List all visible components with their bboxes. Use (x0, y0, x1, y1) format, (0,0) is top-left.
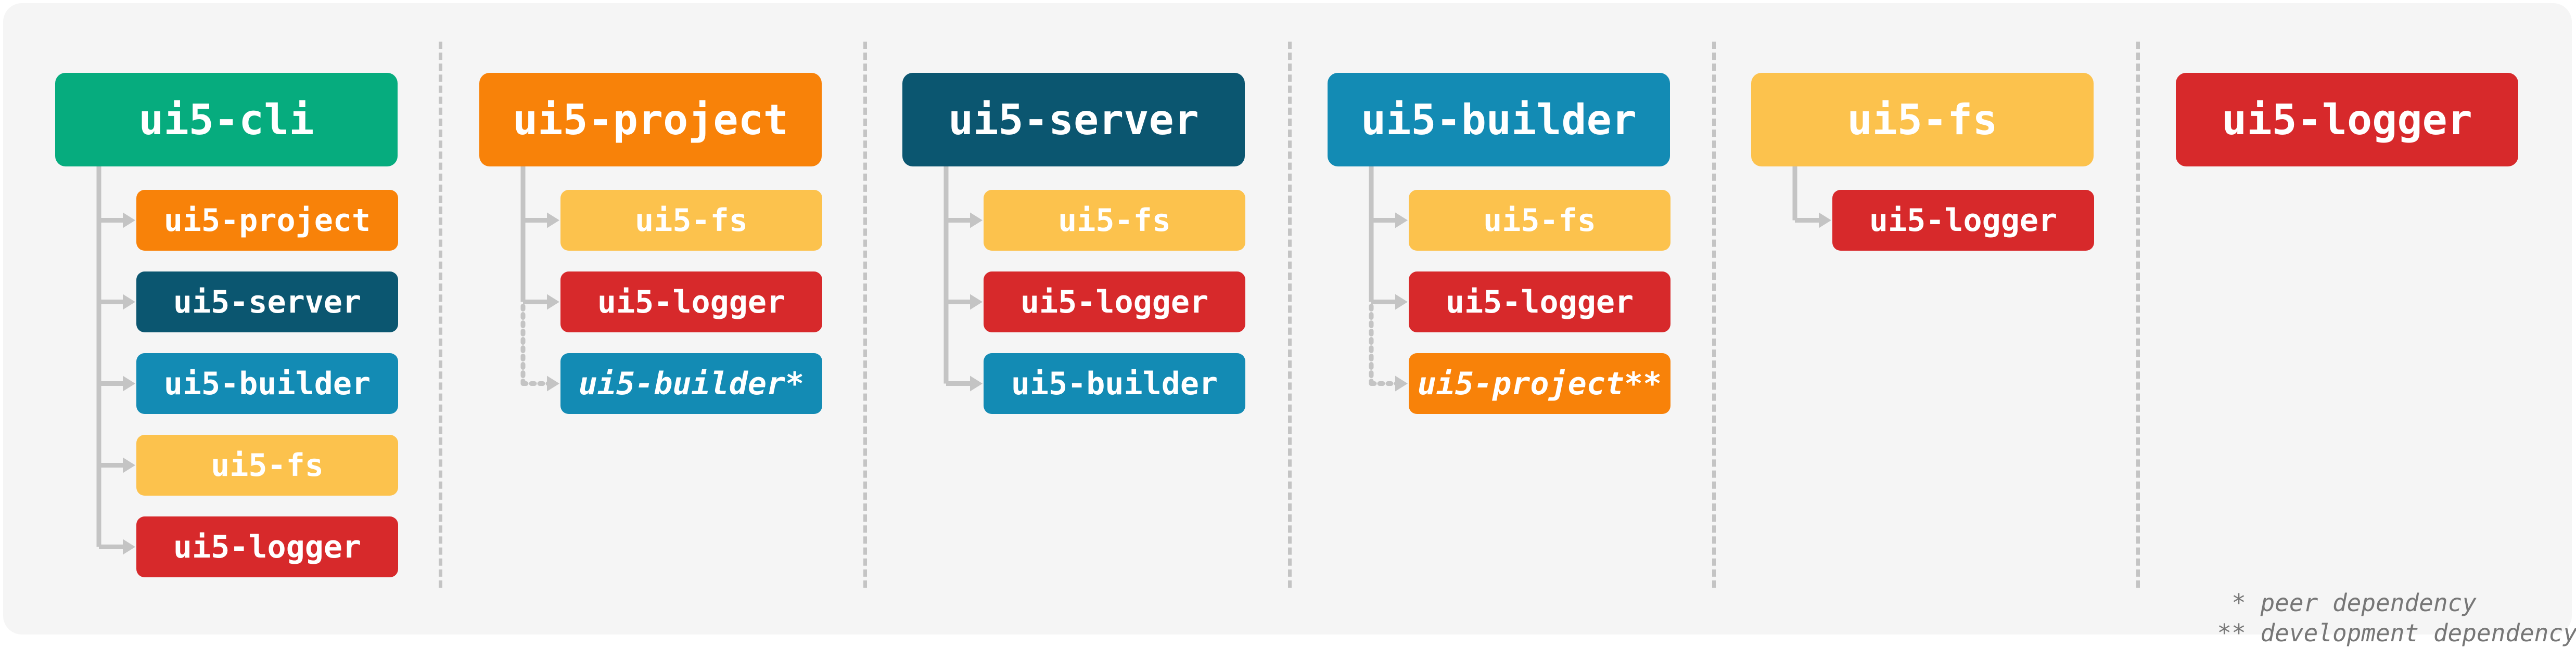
column-separator (1288, 42, 1292, 588)
connector-arrowhead (970, 212, 983, 228)
connector-arrowhead (123, 294, 135, 310)
dependency-ui5-server-ui5-logger: ui5-logger (984, 271, 1245, 332)
column-separator (1712, 42, 1716, 588)
dependency-ui5-fs-ui5-logger: ui5-logger (1832, 190, 2094, 251)
dependency-ui5-project-ui5-logger: ui5-logger (560, 271, 822, 332)
column-separator (2136, 42, 2140, 588)
connector-arrowhead (1395, 294, 1408, 310)
diagram-panel (3, 3, 2572, 635)
dependency-ui5-builder-ui5-logger: ui5-logger (1409, 271, 1670, 332)
connector-arrowhead (1819, 212, 1831, 228)
dependency-ui5-builder-ui5-fs: ui5-fs (1409, 190, 1670, 251)
connector-arrowhead (123, 212, 135, 228)
connector-arrowhead (123, 457, 135, 473)
dependency-ui5-builder-ui5-project: ui5-project** (1409, 353, 1670, 414)
dependency-ui5-cli-ui5-project: ui5-project (136, 190, 398, 251)
legend-peer-marker: * (2217, 589, 2246, 617)
legend-development-marker: ** (2217, 619, 2246, 647)
package-ui5-logger: ui5-logger (2176, 73, 2518, 166)
dependency-ui5-cli-ui5-logger: ui5-logger (136, 516, 398, 577)
connector-arrowhead (970, 294, 983, 310)
dependency-ui5-cli-ui5-builder: ui5-builder (136, 353, 398, 414)
dependency-ui5-cli-ui5-fs: ui5-fs (136, 435, 398, 496)
legend-peer-text: peer dependency (2260, 589, 2477, 617)
package-ui5-server: ui5-server (902, 73, 1245, 166)
connector-arrowhead (123, 376, 135, 392)
dependency-ui5-cli-ui5-server: ui5-server (136, 271, 398, 332)
dependency-ui5-project-ui5-fs: ui5-fs (560, 190, 822, 251)
package-ui5-builder: ui5-builder (1328, 73, 1670, 166)
legend-development-text: development dependency (2260, 619, 2576, 647)
connector-arrowhead (547, 376, 559, 392)
connector-arrowhead (547, 212, 559, 228)
dependency-ui5-server-ui5-fs: ui5-fs (984, 190, 1245, 251)
column-separator (863, 42, 867, 588)
package-ui5-project: ui5-project (479, 73, 822, 166)
column-separator (439, 42, 442, 588)
legend-peer: * peer dependency (2188, 561, 2477, 617)
package-ui5-cli: ui5-cli (55, 73, 398, 166)
dependency-ui5-project-ui5-builder: ui5-builder* (560, 353, 822, 414)
dependency-ui5-server-ui5-builder: ui5-builder (984, 353, 1245, 414)
connector-arrowhead (1395, 212, 1408, 228)
connector-arrowhead (547, 294, 559, 310)
package-ui5-fs: ui5-fs (1751, 73, 2094, 166)
connector-arrowhead (123, 539, 135, 555)
connector-arrowhead (970, 376, 983, 392)
connector-arrowhead (1395, 376, 1408, 392)
